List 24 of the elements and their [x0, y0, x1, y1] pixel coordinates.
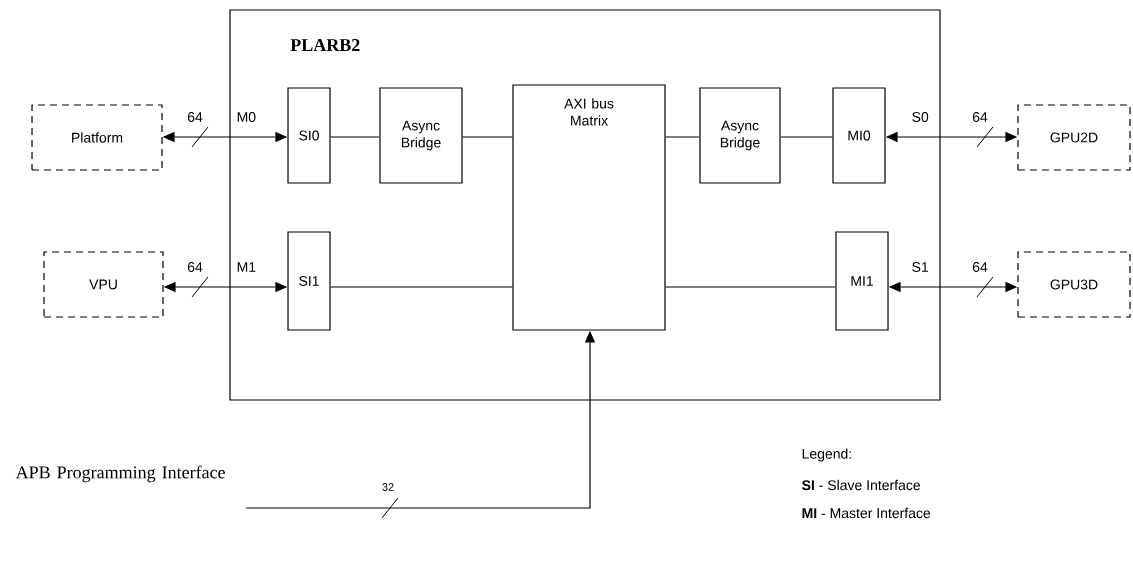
interface-box: Async Bridge [699, 87, 781, 184]
bus-width-label: 64 [972, 262, 988, 272]
external-block-box: GPU3D [1017, 251, 1131, 318]
legend-entry: SI - Slave Interface [802, 479, 920, 491]
external-block-box: Platform [31, 104, 163, 171]
interface-box: MI0 [832, 87, 886, 184]
bus-matrix-box: AXI bus Matrix [512, 84, 666, 331]
interface-text: APB Programming Interface [15, 465, 225, 483]
port-label: M1 [237, 262, 256, 272]
bus-width-label: 64 [187, 262, 203, 272]
port-label: M0 [237, 112, 256, 122]
bus-width-label: 64 [187, 112, 203, 122]
interface-box: SI1 [287, 231, 331, 331]
interface-box: SI0 [287, 87, 331, 184]
legend-entry: MI - Master Interface [802, 507, 931, 519]
interface-box: MI1 [835, 231, 889, 331]
port-label: S1 [912, 262, 929, 272]
bus-width-label: 64 [972, 112, 988, 122]
external-block-box: GPU2D [1017, 104, 1131, 171]
bus-width-label: 32 [382, 483, 394, 491]
interface-box: Async Bridge [379, 87, 463, 184]
external-block-box: VPU [43, 251, 164, 318]
port-label: S0 [912, 112, 929, 122]
legend-heading: Legend: [802, 448, 851, 462]
